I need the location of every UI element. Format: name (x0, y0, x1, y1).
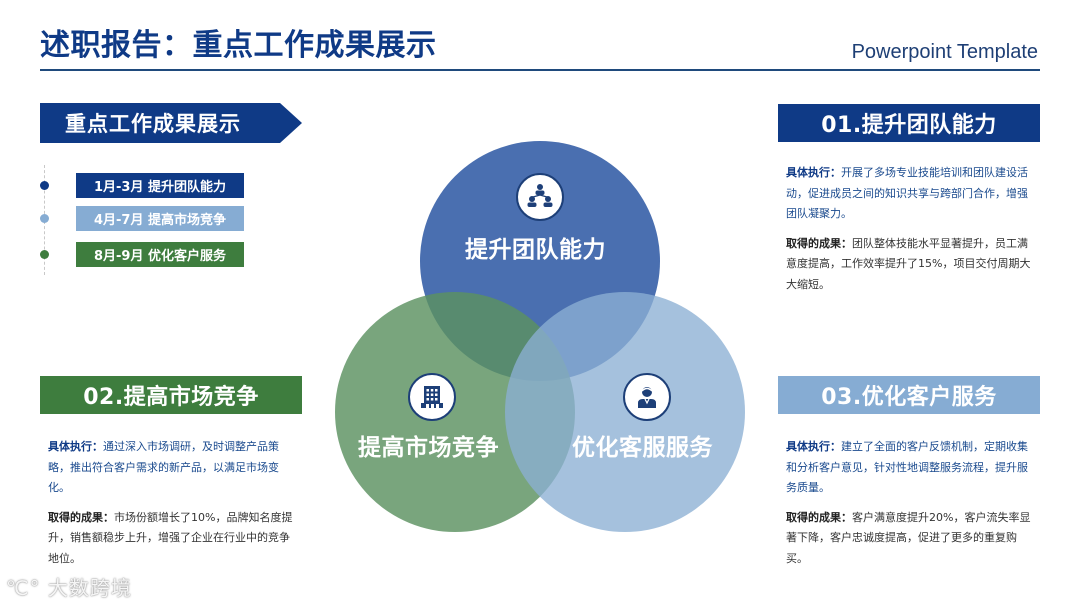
venn-circle-team (420, 141, 660, 381)
exec-text: 建立了全面的客户反馈机制，定期收集和分析客户意见，针对性地调整服务流程，提升服务… (786, 440, 1028, 494)
section-heading-01: 01.提升团队能力 (778, 104, 1040, 142)
venn-label-service: 优化客服服务 (572, 435, 713, 461)
result-text: 市场份额增长了10%，品牌知名度提升，销售额稳步上升，增强了企业在行业中的竞争地… (48, 510, 293, 565)
result-label: 取得的成果： (48, 510, 114, 524)
building-icon (408, 373, 456, 421)
page-title: 述职报告：重点工作成果展示 (40, 28, 437, 63)
result-text: 客户满意度提升20%，客户流失率显著下降，客户忠诚度提高，促进了更多的重复购买。 (786, 510, 1031, 565)
timeline-item-3: 8月-9月 优化客户服务 (40, 242, 250, 267)
exec-label: 具体执行： (786, 440, 841, 453)
timeline-dot-icon (40, 250, 49, 259)
timeline-label-2: 4月-7月 提高市场竞争 (76, 206, 244, 231)
exec-paragraph: 具体执行：建立了全面的客户反馈机制，定期收集和分析客户意见，针对性地调整服务流程… (786, 437, 1036, 499)
watermark: ℃° 大数跨境 (6, 572, 132, 601)
venn-circle-service (505, 292, 745, 532)
timeline-dot-icon (40, 181, 49, 190)
section-body-03: 具体执行：建立了全面的客户反馈机制，定期收集和分析客户意见，针对性地调整服务流程… (786, 437, 1036, 578)
timeline: 1月-3月 提升团队能力 4月-7月 提高市场竞争 8月-9月 优化客户服务 (40, 165, 250, 275)
timeline-label-3: 8月-9月 优化客户服务 (76, 242, 244, 267)
result-text: 团队整体技能水平显著提升，员工满意度提高，工作效率提升了15%，项目交付周期大大… (786, 236, 1031, 291)
section-heading-02: 02.提高市场竞争 (40, 376, 302, 414)
timeline-dot-icon (40, 214, 49, 223)
watermark-text: 大数跨境 (47, 576, 132, 600)
section-body-02: 具体执行：通过深入市场调研，及时调整产品策略，推出符合客户需求的新产品，以满足市… (48, 437, 298, 578)
watermark-logo-icon: ℃° (6, 576, 41, 600)
customer-service-icon (623, 373, 671, 421)
timeline-label-1: 1月-3月 提升团队能力 (76, 173, 244, 198)
timeline-item-1: 1月-3月 提升团队能力 (40, 173, 250, 198)
result-paragraph: 取得的成果：客户满意度提升20%，客户流失率显著下降，客户忠诚度提高，促进了更多… (786, 508, 1036, 570)
exec-text: 开展了多场专业技能培训和团队建设活动，促进成员之间的知识共享与跨部门合作，增强团… (786, 166, 1028, 220)
section-banner: 重点工作成果展示 (40, 103, 302, 143)
section-body-01: 具体执行：开展了多场专业技能培训和团队建设活动，促进成员之间的知识共享与跨部门合… (786, 163, 1036, 304)
venn-circle-market (335, 292, 575, 532)
venn-label-market: 提高市场竞争 (358, 435, 499, 461)
result-label: 取得的成果： (786, 510, 852, 524)
section-banner-label: 重点工作成果展示 (65, 112, 241, 136)
exec-paragraph: 具体执行：开展了多场专业技能培训和团队建设活动，促进成员之间的知识共享与跨部门合… (786, 163, 1036, 225)
timeline-item-2: 4月-7月 提高市场竞争 (40, 206, 250, 231)
result-label: 取得的成果： (786, 236, 852, 250)
exec-text: 通过深入市场调研，及时调整产品策略，推出符合客户需求的新产品，以满足市场变化。 (48, 440, 279, 494)
exec-paragraph: 具体执行：通过深入市场调研，及时调整产品策略，推出符合客户需求的新产品，以满足市… (48, 437, 298, 499)
result-paragraph: 取得的成果：市场份额增长了10%，品牌知名度提升，销售额稳步上升，增强了企业在行… (48, 508, 298, 570)
exec-label: 具体执行： (48, 440, 103, 453)
venn-label-team: 提升团队能力 (465, 237, 606, 263)
template-subtitle: Powerpoint Template (851, 41, 1038, 63)
section-heading-03: 03.优化客户服务 (778, 376, 1040, 414)
team-network-icon (516, 173, 564, 221)
result-paragraph: 取得的成果：团队整体技能水平显著提升，员工满意度提高，工作效率提升了15%，项目… (786, 234, 1036, 296)
exec-label: 具体执行： (786, 166, 841, 179)
header-divider (40, 69, 1040, 71)
